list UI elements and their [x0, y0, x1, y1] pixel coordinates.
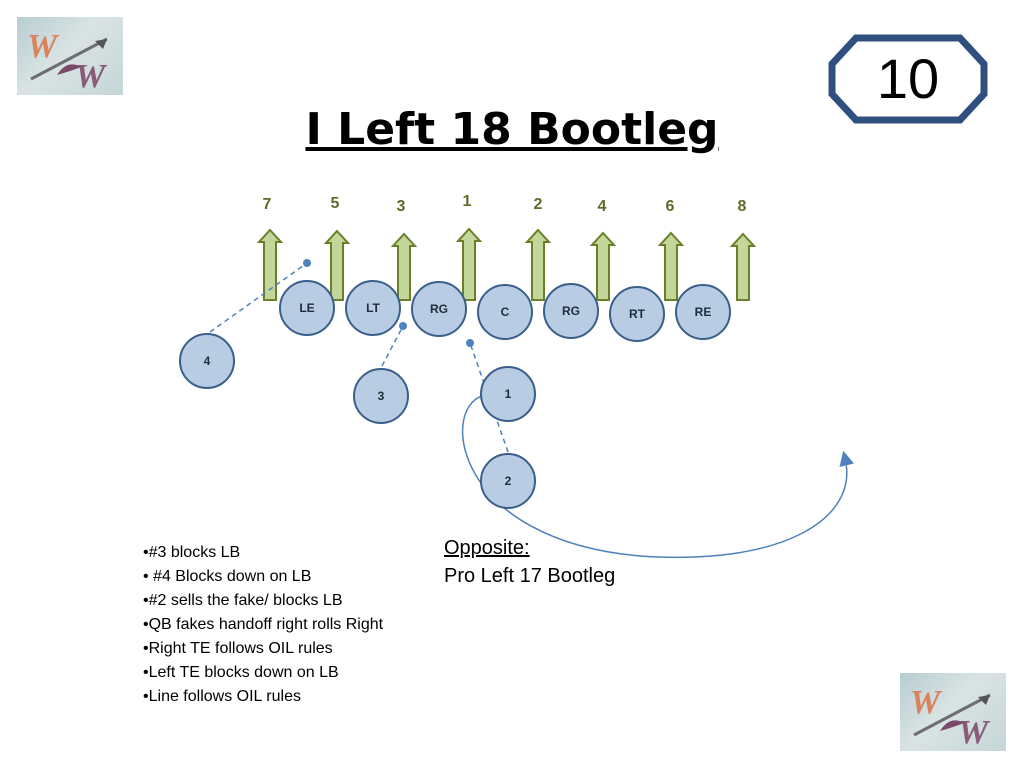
route-4-block: [209, 262, 308, 333]
player-lt: LT: [345, 280, 401, 336]
qb-bootleg-route: [461, 395, 855, 559]
hole-arrow-icon: [390, 232, 418, 301]
svg-text:W: W: [27, 28, 60, 65]
hole-label: 8: [737, 198, 747, 215]
route-3-endpoint: [399, 322, 407, 330]
route-3-block: [381, 325, 404, 367]
hole-label: 6: [665, 198, 675, 215]
note-item: #3 blocks LB: [143, 541, 383, 565]
hole-arrow-icon: [657, 231, 685, 301]
player-back-4: 4: [179, 333, 235, 389]
route-2-endpoint: [466, 339, 474, 347]
hole-arrow-icon: [729, 232, 757, 301]
note-item: Left TE blocks down on LB: [143, 661, 383, 685]
svg-text:W: W: [958, 714, 991, 751]
hole-label: 1: [462, 193, 472, 210]
hole-label: 3: [396, 198, 406, 215]
hole-label: 7: [262, 196, 272, 213]
team-logo: W W: [17, 17, 123, 95]
opposite-play-name: Pro Left 17 Bootleg: [444, 565, 616, 587]
note-item: QB fakes handoff right rolls Right: [143, 613, 384, 637]
player-lg: RG: [411, 281, 467, 337]
play-title: I Left 18 Bootleg: [305, 104, 719, 155]
arrowhead-logo-icon: W W: [27, 28, 108, 95]
svg-text:W: W: [75, 58, 108, 95]
svg-text:W: W: [910, 684, 943, 721]
route-4-endpoint: [303, 259, 311, 267]
note-item: #2 sells the fake/ blocks LB: [143, 589, 383, 613]
note-item: Line follows OIL rules: [143, 685, 383, 709]
opposite-heading: Opposite:: [444, 537, 530, 559]
hole-arrow-icon: [256, 228, 284, 301]
hole-label: 5: [330, 195, 340, 212]
hole-label: 2: [533, 196, 543, 213]
assignment-notes: #3 blocks LB #4 Blocks down on LB #2 sel…: [143, 541, 384, 709]
player-back-2: 2: [480, 453, 536, 509]
hole-arrow-icon: [524, 228, 552, 301]
hole-arrow-icon: [455, 227, 483, 301]
note-item: Right TE follows OIL rules: [143, 637, 383, 661]
opposite-play-box: Opposite: Pro Left 17 Bootleg: [444, 534, 615, 590]
player-le: LE: [279, 280, 335, 336]
team-logo-bottom: W W: [900, 673, 1006, 751]
play-number: 10: [876, 46, 940, 110]
player-c: C: [477, 284, 533, 340]
arrowhead-logo-icon: W W: [910, 684, 991, 751]
player-rg: RG: [543, 283, 599, 339]
hole-arrow-icon: [323, 229, 351, 301]
player-rt: RT: [609, 286, 665, 342]
hole-label: 4: [597, 198, 607, 215]
player-re: RE: [675, 284, 731, 340]
hole-arrows: [256, 227, 757, 301]
hole-arrow-icon: [589, 231, 617, 301]
note-item: #4 Blocks down on LB: [143, 565, 383, 589]
player-back-3: 3: [353, 368, 409, 424]
play-number-badge: [828, 34, 988, 124]
player-qb-1: 1: [480, 366, 536, 422]
